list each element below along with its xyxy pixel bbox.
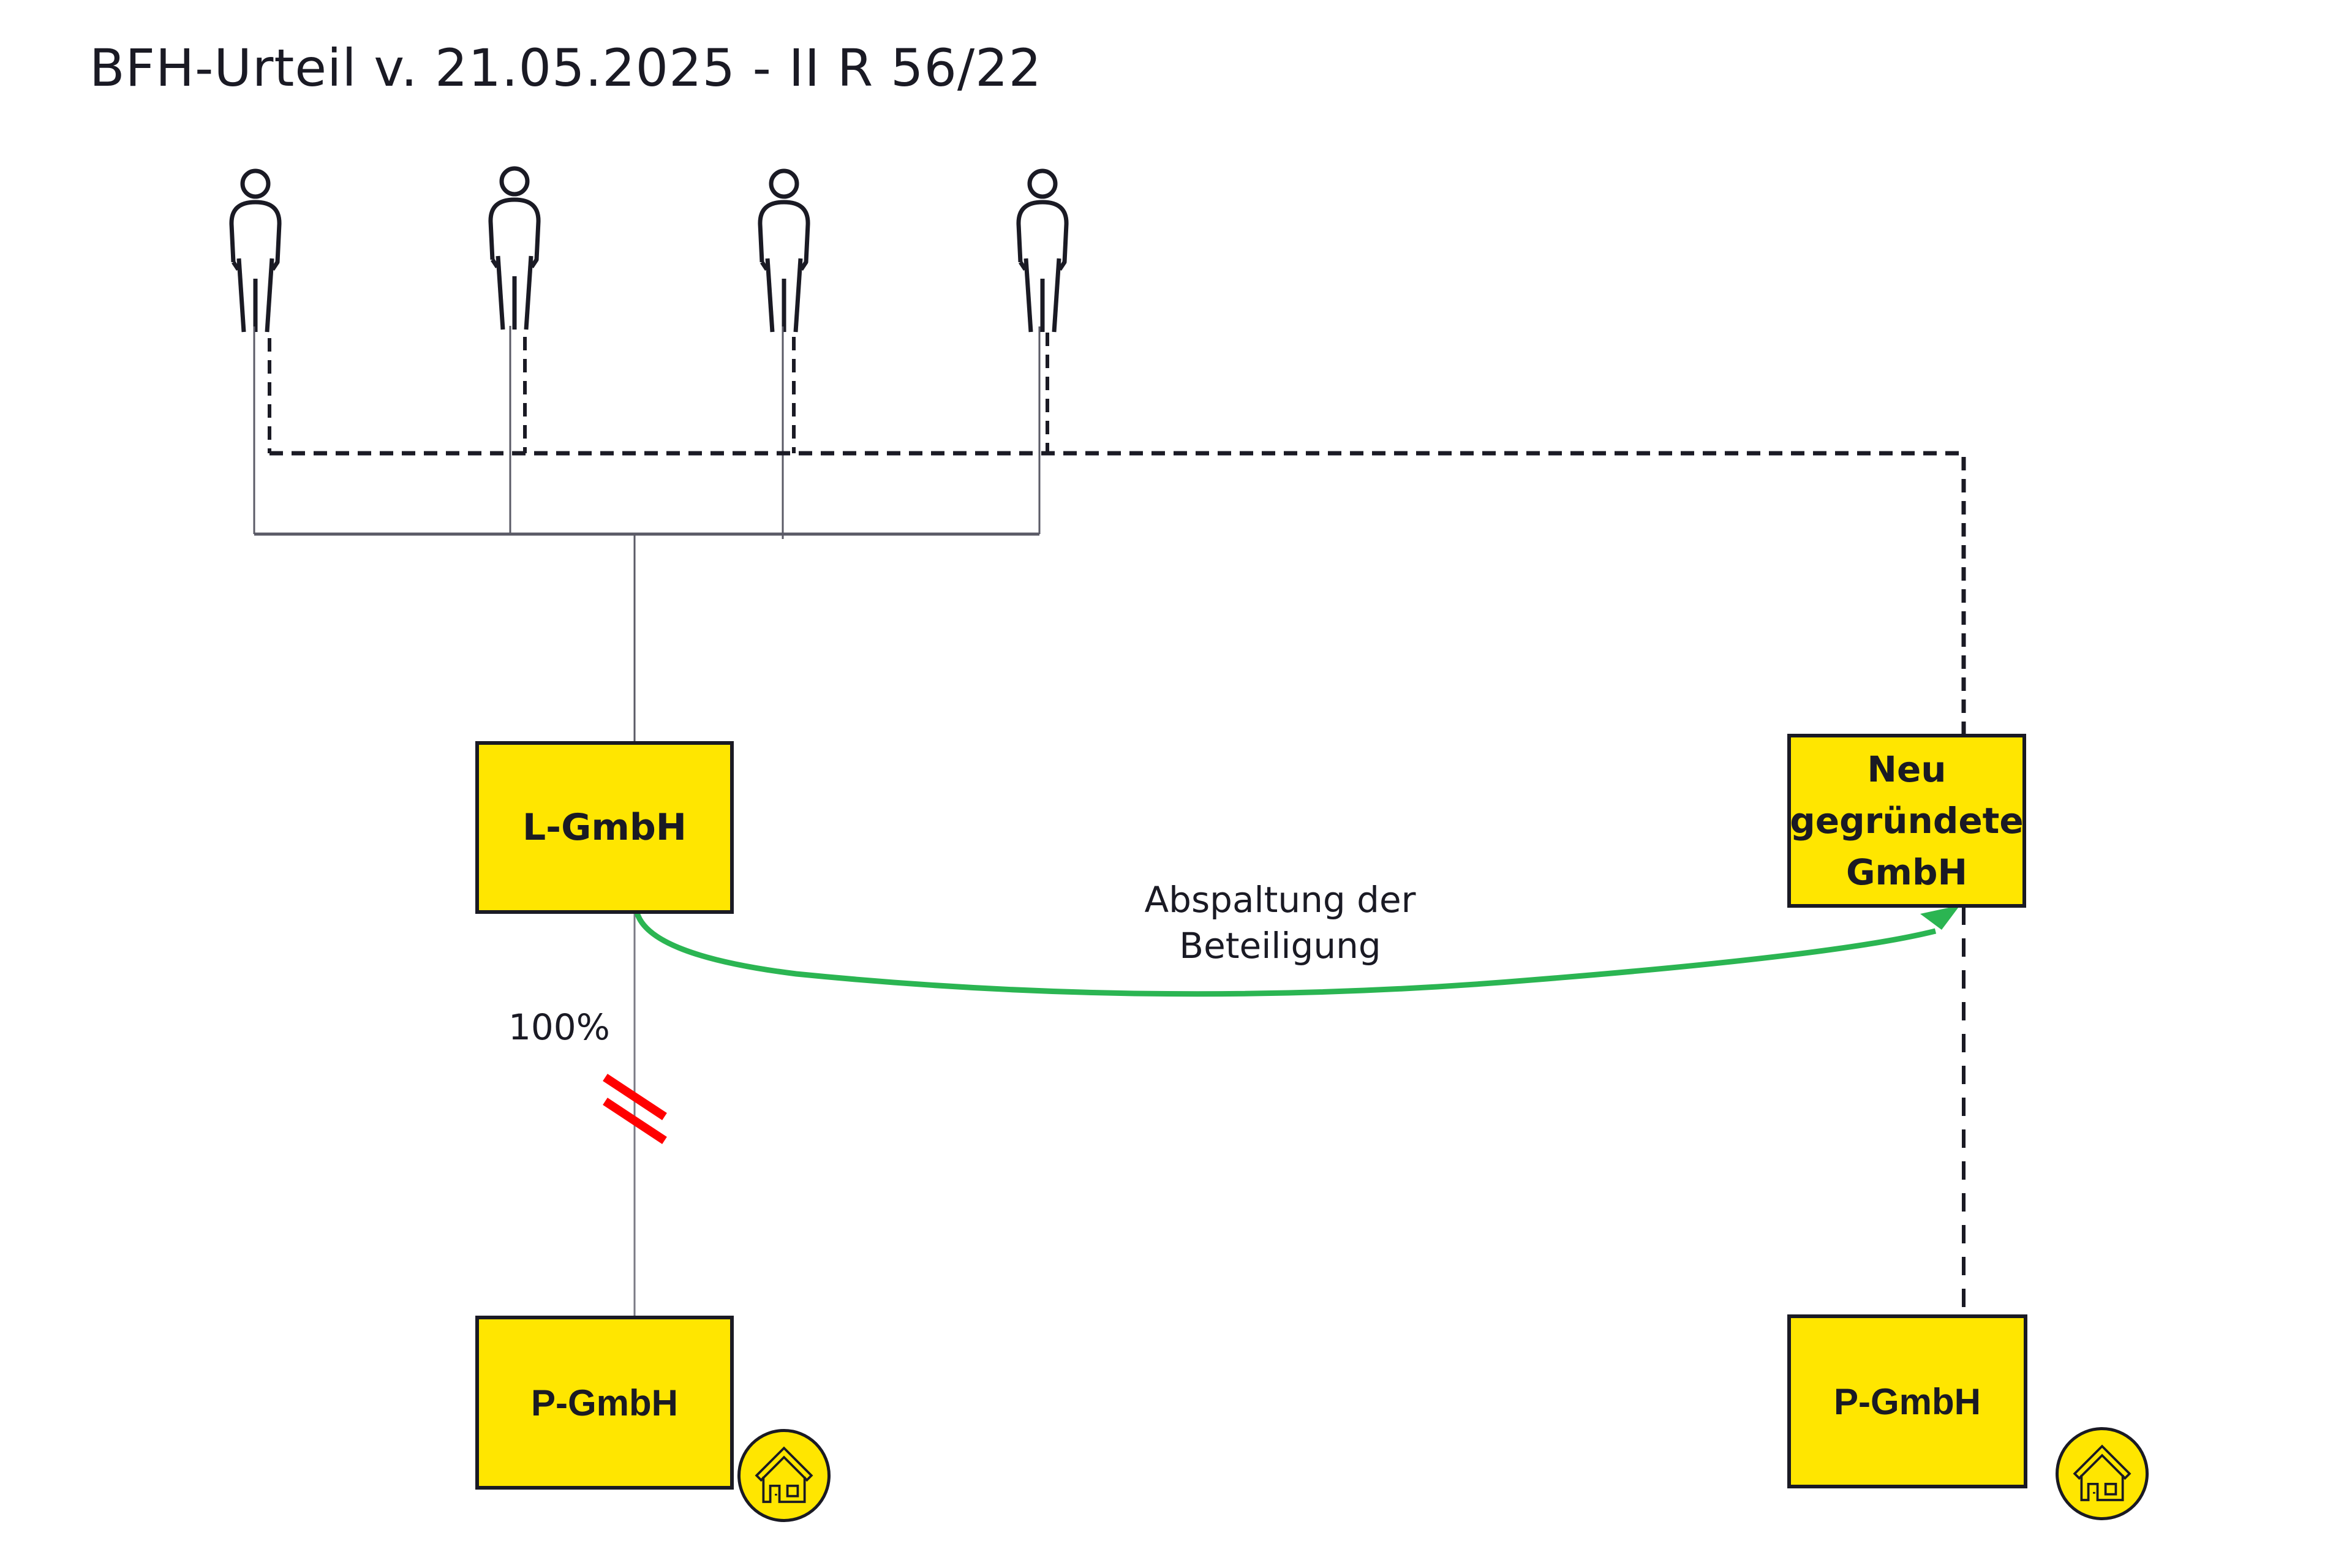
diagram-title: BFH-Urteil v. 21.05.2025 - II R 56/22 [89, 38, 1042, 98]
transfer-label-line1: Abspaltung der [1144, 879, 1416, 921]
transfer-label-line2: Beteiligung [1179, 925, 1381, 967]
new-gmbh-label-line2: GmbH [1845, 851, 1968, 894]
ownership-percentage-label: 100% [508, 1005, 610, 1050]
ownership-lines-new-gmbh [268, 333, 1049, 453]
p-gmbh-right-label: P-GmbH [1834, 1381, 1981, 1422]
p-gmbh-right-box: P-GmbH [1787, 1314, 2027, 1488]
l-gmbh-box: L-GmbH [475, 741, 734, 914]
new-gmbh-label-line1: Neu gegründete [1790, 748, 2024, 842]
l-gmbh-label: L-GmbH [522, 805, 687, 849]
p-gmbh-left-box: P-GmbH [475, 1316, 734, 1490]
house-icon-right [2056, 1427, 2149, 1520]
shareholder-1-person-icon [232, 171, 279, 332]
ownership-lines-l-gmbh [253, 326, 1041, 742]
house-icon-left [737, 1429, 831, 1522]
transfer-label: Abspaltung der Beteiligung [1102, 877, 1458, 970]
transfer-arrowhead-icon [1920, 905, 1960, 930]
dashed-connector-new-gmbh [270, 451, 1966, 735]
shareholder-4-person-icon [1019, 171, 1066, 332]
p-gmbh-left-label: P-GmbH [531, 1382, 678, 1423]
transfer-arrow [634, 911, 1937, 997]
shareholder-3-person-icon [760, 171, 808, 332]
cut-mark-icon [603, 1074, 667, 1144]
ownership-percentage-text: 100% [508, 1006, 610, 1048]
shareholder-2-person-icon [491, 168, 538, 330]
new-gmbh-box: Neu gegründete GmbH [1787, 734, 2026, 908]
